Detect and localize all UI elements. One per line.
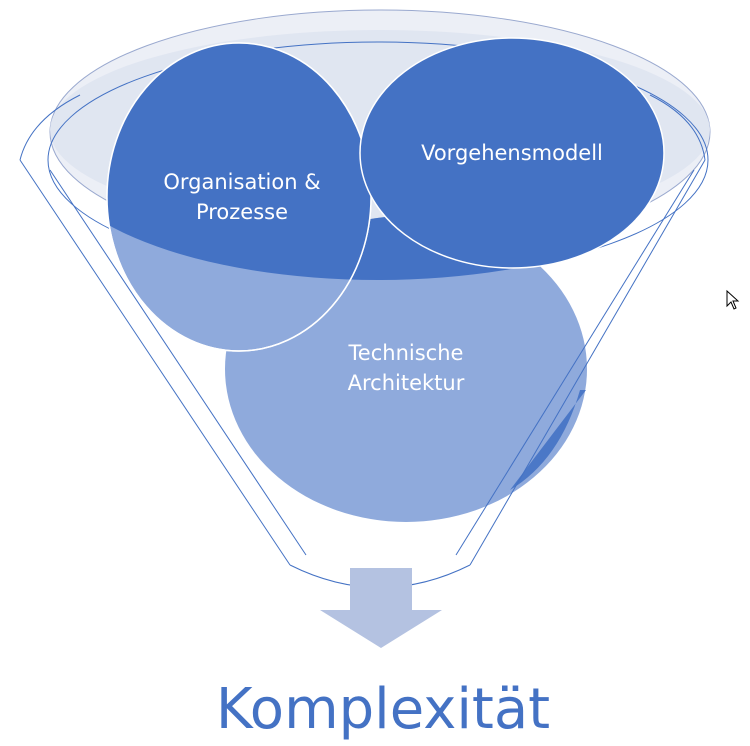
label-technische-line2: Architektur — [348, 371, 465, 395]
funnel-outline — [19, 94, 706, 588]
circle-vorgehensmodell — [359, 37, 665, 269]
label-vorgehensmodell: Vorgehensmodell — [421, 141, 603, 165]
result-label: Komplexität — [216, 677, 550, 742]
mouse-cursor-icon — [726, 289, 740, 310]
down-arrow-icon — [320, 568, 442, 648]
circles-group — [106, 37, 665, 522]
label-organisation-line2: Prozesse — [196, 200, 288, 224]
label-technische-line1: Technische — [348, 341, 464, 365]
label-organisation-line1: Organisation & — [163, 170, 320, 194]
